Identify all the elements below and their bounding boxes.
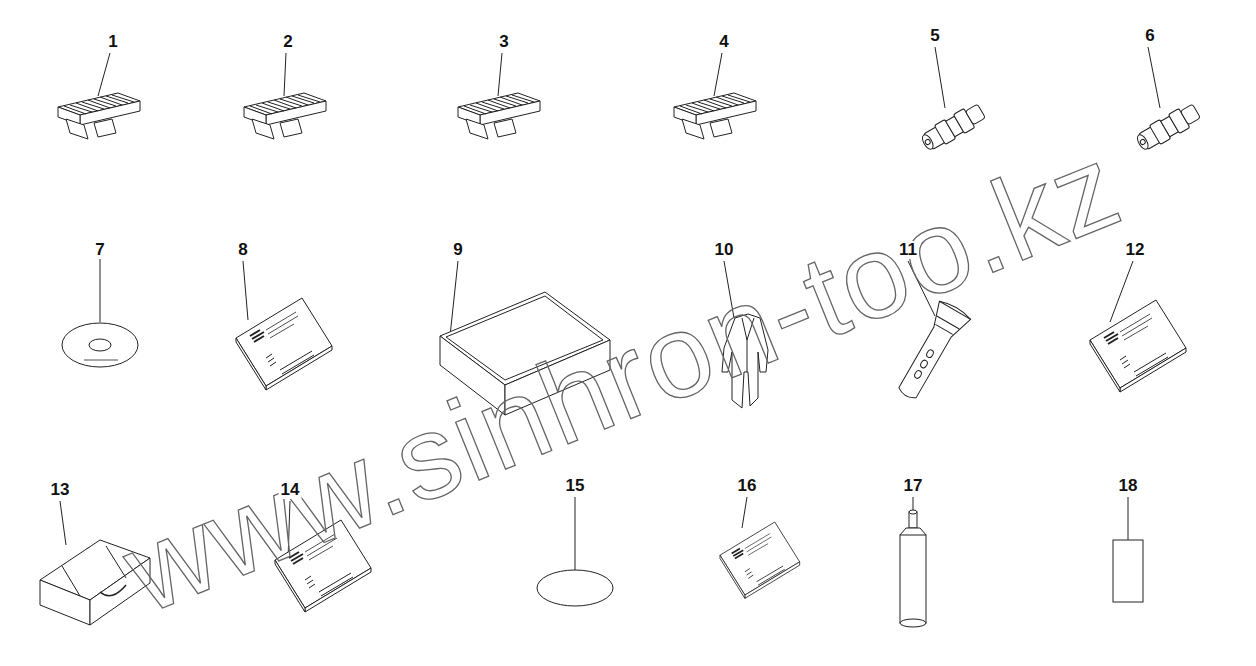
callout-number: 15 bbox=[564, 477, 587, 495]
callout-number: 18 bbox=[1117, 477, 1140, 495]
callout-number: 3 bbox=[497, 33, 510, 51]
callout-number: 8 bbox=[236, 241, 249, 259]
callout-number: 16 bbox=[736, 477, 759, 495]
callout-number: 14 bbox=[279, 481, 302, 499]
callout-number: 10 bbox=[713, 241, 736, 259]
callout-number: 2 bbox=[281, 33, 294, 51]
callout-number: 17 bbox=[902, 477, 925, 495]
callout-number: 9 bbox=[451, 241, 464, 259]
callout-number: 5 bbox=[928, 27, 941, 45]
callout-number: 4 bbox=[717, 33, 730, 51]
callout-number: 7 bbox=[93, 241, 106, 259]
callout-number: 6 bbox=[1143, 27, 1156, 45]
callout-number: 11 bbox=[897, 241, 919, 259]
callout-number: 12 bbox=[1124, 241, 1147, 259]
callout-number: 13 bbox=[49, 481, 72, 499]
callout-number: 1 bbox=[106, 33, 119, 51]
